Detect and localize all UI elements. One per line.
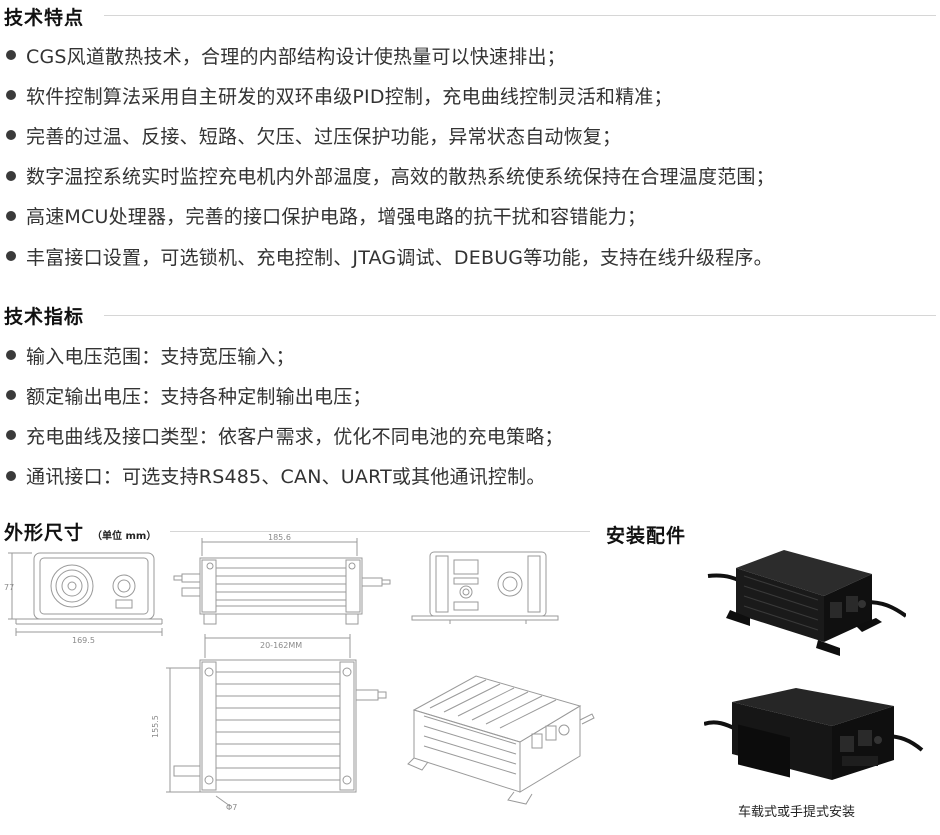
list-item: 软件控制算法采用自主研发的双环串级PID控制，充电曲线控制灵活和精准；: [6, 75, 775, 115]
side-length-label: 185.6: [268, 533, 291, 542]
specs-title: 技术指标: [4, 306, 85, 328]
side-view-drawing: 185.6: [173, 533, 391, 625]
bullet-icon: [6, 90, 16, 101]
bullet-icon: [6, 251, 16, 262]
dimensions-divider: [170, 531, 590, 532]
accessories-caption: 车载式或手提式安装: [738, 805, 856, 820]
front-height-label: 77: [4, 583, 14, 592]
list-item: CGS风道散热技术，合理的内部结构设计使热量可以快速排出；: [6, 35, 775, 75]
accessories-title: 安装配件: [606, 525, 687, 547]
list-item: 完善的过温、反接、短路、欠压、过压保护功能，异常状态自动恢复；: [6, 115, 775, 155]
dimensions-title: 外形尺寸: [4, 522, 85, 544]
mount-hole-label: Φ7: [226, 803, 237, 812]
top-width-label: 155.5: [151, 715, 160, 738]
bullet-icon: [6, 390, 16, 401]
front-view-drawing: 77 169.5: [4, 552, 163, 645]
bullet-icon: [6, 350, 16, 361]
list-item: 丰富接口设置，可选锁机、充电控制、JTAG调试、DEBUG等功能，支持在线升级程…: [6, 236, 775, 276]
specs-divider: [104, 315, 936, 316]
specs-list: 输入电压范围：支持宽压输入； 额定输出电压：支持各种定制输出电压； 充电曲线及接…: [6, 335, 564, 496]
bullet-icon: [6, 430, 16, 441]
dimensions-header: 外形尺寸 （单位 mm）: [4, 518, 156, 545]
list-item: 通讯接口：可选支持RS485、CAN、UART或其他通讯控制。: [6, 456, 564, 496]
bullet-icon: [6, 470, 16, 481]
list-item: 充电曲线及接口类型：依客户需求，优化不同电池的充电策略；: [6, 415, 564, 455]
top-length-label: 20-162MM: [260, 641, 302, 650]
list-item: 高速MCU处理器，完善的接口保护电路，增强电路的抗干扰和容错能力；: [6, 196, 775, 236]
list-item: 额定输出电压：支持各种定制输出电压；: [6, 375, 564, 415]
features-section-header: 技术特点: [4, 3, 84, 30]
bullet-icon: [6, 170, 16, 181]
list-item: 数字温控系统实时监控充电机内外部温度，高效的散热系统使系统保持在合理温度范围；: [6, 156, 775, 196]
vehicle-mount-product-image: [707, 550, 906, 656]
features-list: CGS风道散热技术，合理的内部结构设计使热量可以快速排出； 软件控制算法采用自主…: [6, 35, 775, 276]
specs-section-header: 技术指标: [4, 302, 84, 329]
isometric-drawing: [407, 675, 595, 805]
bullet-icon: [6, 130, 16, 141]
front-width-label: 169.5: [72, 636, 95, 645]
bullet-icon: [6, 210, 16, 221]
rear-view-drawing: [411, 551, 559, 624]
top-view-drawing: 20-162MM 155.5 Φ7: [151, 634, 387, 812]
features-title: 技术特点: [4, 7, 85, 29]
features-divider: [104, 15, 936, 16]
handheld-product-image: [704, 688, 924, 780]
bullet-icon: [6, 50, 16, 61]
list-item: 输入电压范围：支持宽压输入；: [6, 335, 564, 375]
dimensions-unit: （单位 mm）: [92, 531, 157, 542]
